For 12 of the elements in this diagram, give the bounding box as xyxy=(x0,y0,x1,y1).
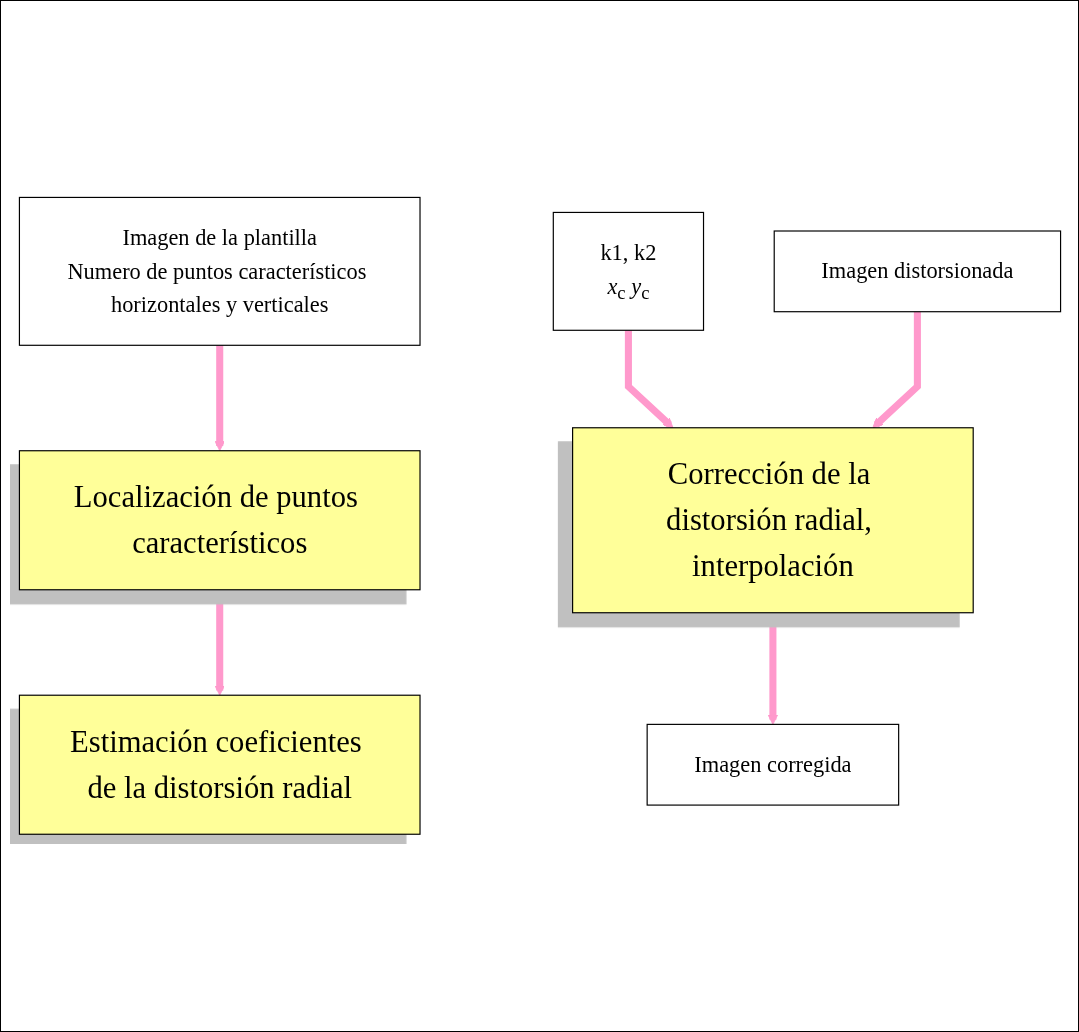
node-box: Imagen de la plantilla Numero de puntos característicos horizontales y verticales xyxy=(18,197,421,347)
arrow xyxy=(624,330,673,429)
arrow xyxy=(767,612,778,725)
node-box: Corrección de la distorsión radial, interpolación xyxy=(571,427,974,614)
arrow xyxy=(214,589,225,696)
arrow xyxy=(214,345,225,452)
node-box: Imagen corregida xyxy=(646,723,899,806)
node-box: k1, k2 x$_{c}$ y$_{c}$ xyxy=(552,212,704,332)
arrow xyxy=(871,311,921,429)
node-box: Localización de puntos característicos xyxy=(18,450,421,591)
node-box: Estimación coeficientes de la distorsión radial xyxy=(18,694,421,835)
node-box: Imagen distorsionada xyxy=(773,230,1061,313)
